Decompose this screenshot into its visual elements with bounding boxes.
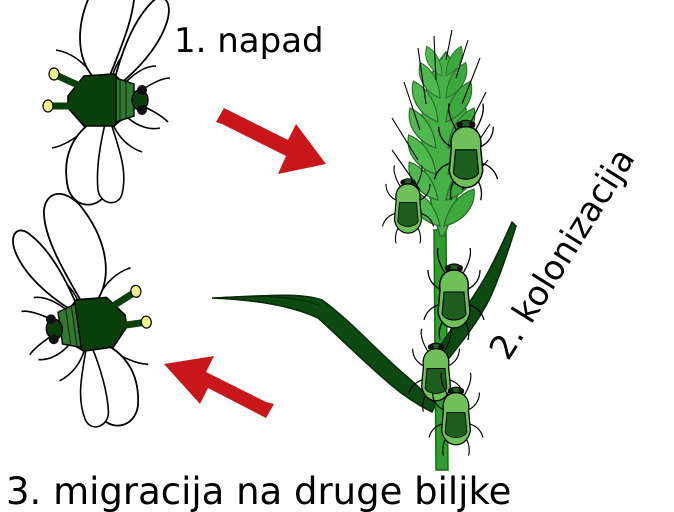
label-attack: 1. napad [174,21,324,61]
winged-aphid-icon [6,183,165,436]
winged-aphid-icon [43,0,170,205]
arrow-icon [164,356,274,418]
arrow-icon [216,108,326,174]
label-migration: 3. migracija na druge biljke [6,470,511,512]
